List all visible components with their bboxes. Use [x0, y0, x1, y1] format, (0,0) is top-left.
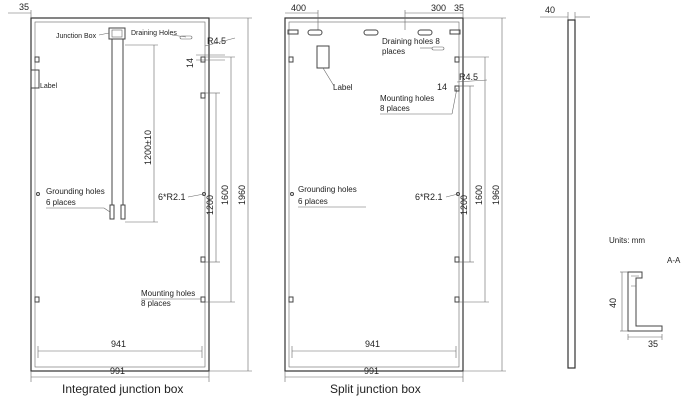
dim-991: 991 [110, 366, 125, 376]
r21-label: 6*R2.1 [415, 192, 443, 202]
dim-1960: 1960 [491, 185, 501, 205]
dim-941: 941 [111, 339, 126, 349]
draining-label-1: Draining holes 8 [382, 37, 440, 46]
dim-300: 300 [431, 3, 446, 13]
mounting-hole-2 [200, 92, 206, 99]
profile-dim-35: 35 [648, 339, 658, 349]
label-text: Label [40, 83, 58, 90]
dim-1600: 1600 [220, 185, 230, 205]
junction-box-right [449, 29, 461, 35]
draining-hole [179, 35, 193, 40]
frame-profile [627, 271, 663, 332]
dim-1960: 1960 [237, 185, 247, 205]
units-label: Units: mm [609, 236, 645, 245]
section-label: A-A [667, 256, 681, 265]
mounting-hole-bottom [200, 296, 206, 303]
mounting-hole-3 [200, 256, 206, 263]
dim-991: 991 [364, 366, 379, 376]
split-panel: 400 300 35 Draining holes 8 places Label… [284, 3, 506, 396]
junction-box [108, 27, 126, 40]
grounding-label-1: Grounding holes [298, 185, 357, 194]
caption-integrated: Integrated junction box [62, 382, 183, 396]
dim-400: 400 [291, 3, 306, 13]
grounding-label-1: Grounding holes [46, 187, 105, 196]
dim-1600: 1600 [474, 185, 484, 205]
mounting-label-1: Mounting holes [380, 94, 434, 103]
dim-1200: 1200 [205, 195, 215, 215]
draining-holes-label: Draining Holes [131, 30, 177, 37]
module-frame [284, 17, 464, 372]
junction-box-label: Junction Box [56, 33, 97, 40]
dim-35: 35 [454, 3, 464, 13]
connector-right [120, 204, 126, 220]
cable-slot-right [417, 29, 433, 36]
side-view: 40 Units: mm A-A 40 35 [540, 5, 681, 369]
label-text: Label [333, 83, 353, 92]
mounting-label-1: Mounting holes [141, 289, 195, 298]
mounting-label-2: 8 places [141, 299, 171, 308]
dim-1200: 1200 [459, 195, 469, 215]
grounding-label-2: 6 places [298, 197, 328, 206]
dim-14: 14 [437, 82, 447, 92]
r45-label: R4.5 [207, 36, 226, 46]
label-sticker [316, 45, 330, 69]
cable-slot-mid [363, 29, 379, 36]
cable-length-dim: 1200±10 [143, 130, 153, 165]
profile-dim-40: 40 [608, 298, 618, 308]
mounting-hole-top [454, 56, 460, 63]
mounting-hole-bottom [454, 296, 460, 303]
dim-941: 941 [365, 339, 380, 349]
dim-35-top: 35 [19, 2, 29, 12]
mounting-label-2: 8 places [380, 104, 410, 113]
module-frame [30, 17, 210, 372]
mounting-hole-2 [454, 85, 460, 92]
grounding-hole [456, 192, 460, 196]
mounting-hole-3 [454, 256, 460, 263]
r45-label: R4.5 [459, 72, 478, 82]
connector-left [109, 204, 115, 220]
side-frame [567, 19, 576, 369]
side-dim-40: 40 [545, 5, 555, 15]
cable-slot-left [307, 29, 323, 36]
grounding-label-2: 6 places [46, 198, 76, 207]
caption-split: Split junction box [330, 382, 421, 396]
mounting-hole-top [200, 56, 206, 63]
junction-box-left [287, 29, 299, 35]
r21-label: 6*R2.1 [158, 192, 186, 202]
dim-14: 14 [185, 58, 195, 68]
draining-label-2: places [382, 47, 405, 56]
integrated-panel: 35 Junction Box Draining Holes 1200±10 L… [8, 2, 252, 396]
